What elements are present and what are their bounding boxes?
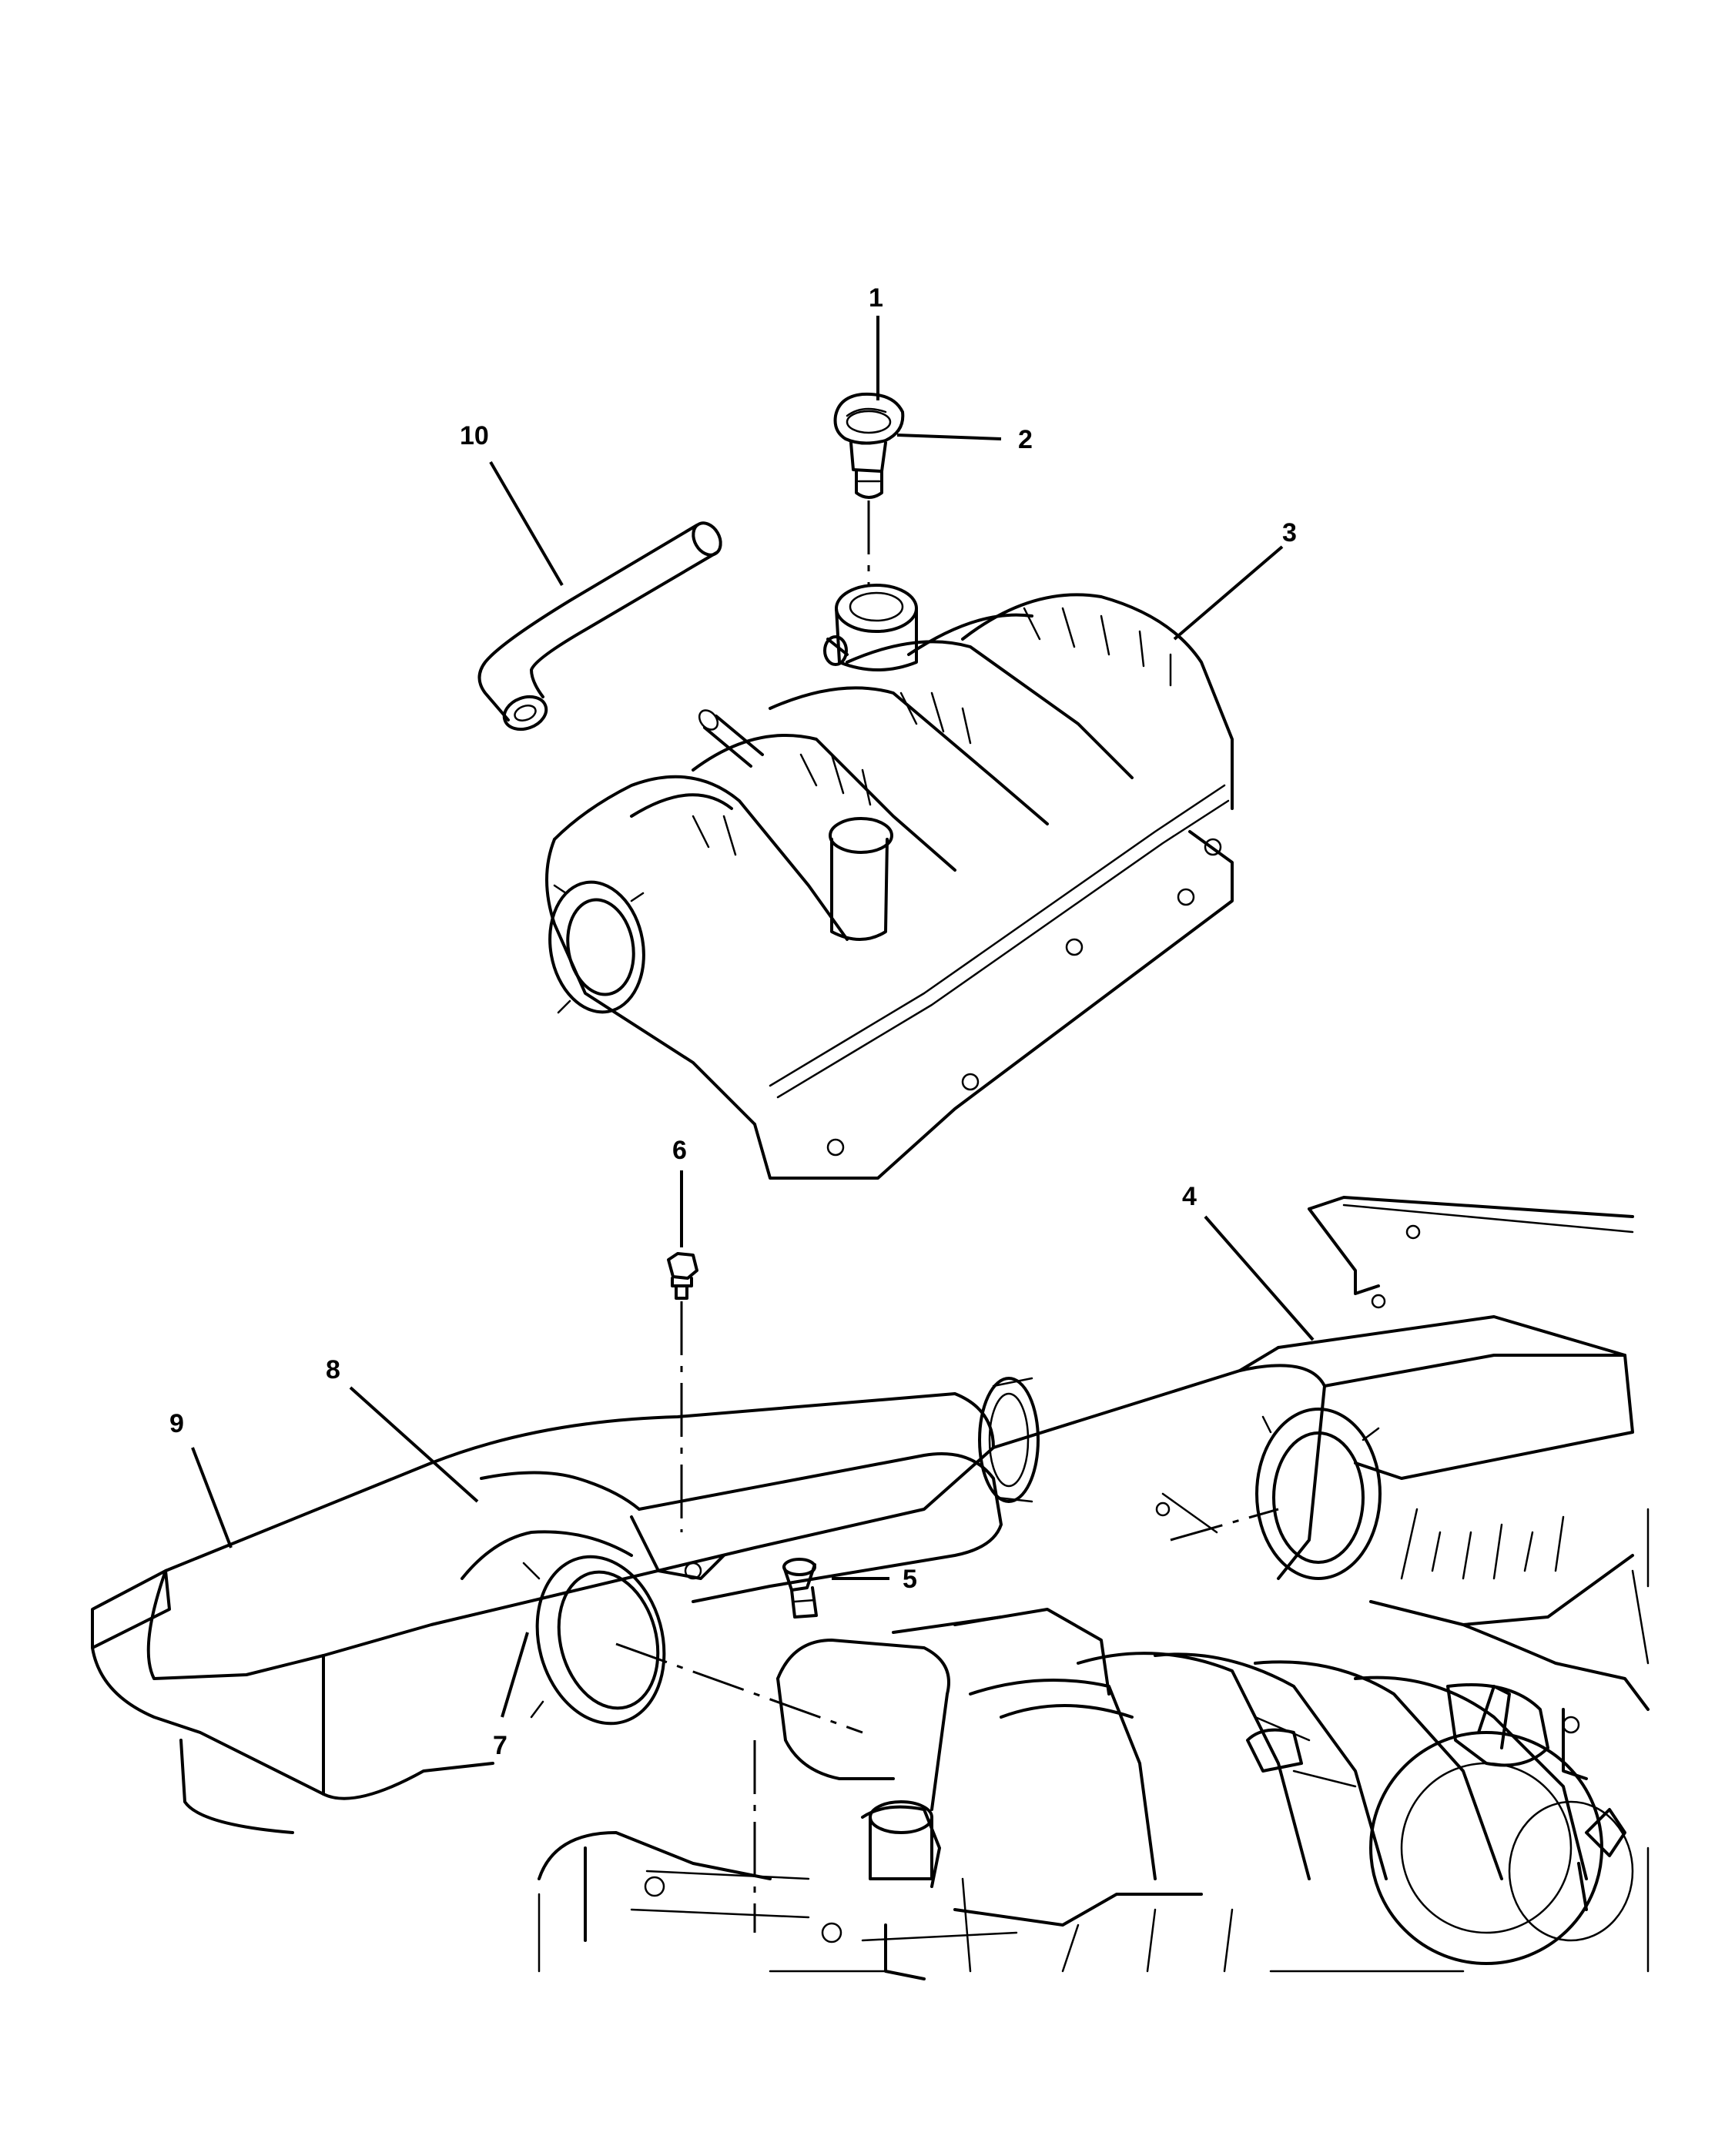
callout-7: 7 [493,1731,507,1760]
callout-4: 4 [1182,1182,1197,1211]
intake-manifold [545,584,1234,1180]
callout-5: 5 [903,1565,917,1594]
callout-3: 3 [1282,518,1297,547]
engine-assembly [538,1508,1650,1980]
callout-8: 8 [326,1355,340,1384]
leader-lines [191,316,1315,1718]
callout-1: 1 [869,283,883,313]
callout-9: 9 [169,1409,184,1438]
sensor [782,1558,818,1619]
alignment-line-housing [1170,1508,1279,1542]
bolt [667,1252,698,1532]
callout-2: 2 [1018,425,1033,454]
callout-labels: 1 2 3 4 5 6 7 8 9 10 [169,283,1297,1760]
pcv-valve-and-grommet [833,392,905,499]
callout-6: 6 [672,1136,687,1165]
pcv-hose [477,521,722,732]
alignment-line-ring [615,1642,863,1734]
callout-10: 10 [460,421,489,450]
air-cleaner-assembly [91,1196,1634,1834]
